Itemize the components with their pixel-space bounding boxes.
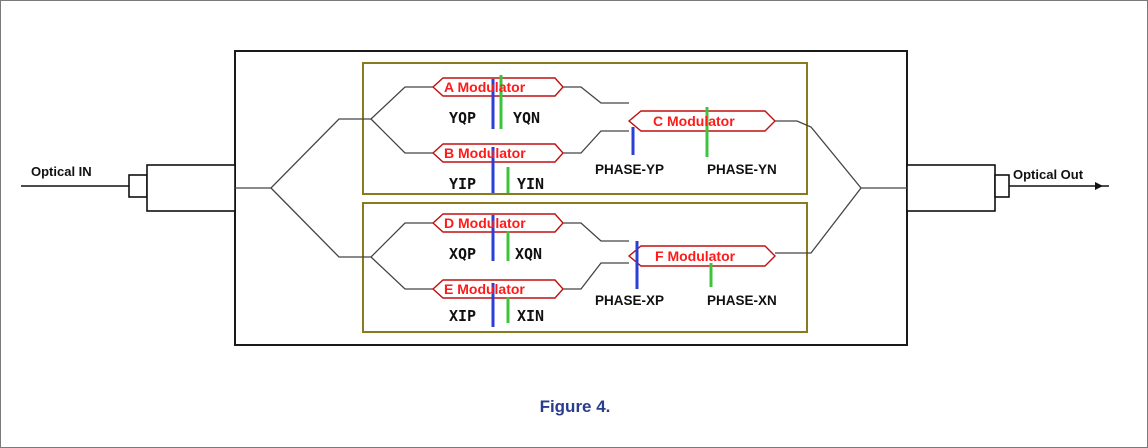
electrodes [491,75,713,327]
modulator-b-shape [431,143,564,163]
arm-label-yqp: YQP [449,109,476,127]
modulator-f-shape [627,245,776,267]
modulator-e-shape [431,279,564,299]
phase-yn-label: PHASE-YN [707,162,777,177]
arm-label-yip: YIP [449,175,476,193]
arm-label-xin: XIN [517,307,544,325]
modulator-b-label: B Modulator [444,145,526,161]
x-submodule-box [362,202,808,333]
phase-xp-label: PHASE-XP [595,293,664,308]
modulator-a-label: A Modulator [444,79,526,95]
figure-caption: Figure 4. [539,397,611,416]
modulator-shapes [431,77,776,299]
optical-out-label: Optical Out [1013,167,1084,182]
modulator-d-label: D Modulator [444,215,526,231]
arm-label-xqn: XQN [515,245,542,263]
phase-yp-label: PHASE-YP [595,162,664,177]
y-submodule-box [362,62,808,195]
phase-xn-label: PHASE-XN [707,293,777,308]
modulator-f-label: F Modulator [655,248,736,264]
optical-in-label: Optical IN [31,164,92,179]
arm-label-yin: YIN [517,175,544,193]
modulator-d-shape [431,213,564,233]
modulator-e-label: E Modulator [444,281,525,297]
modulator-c-label: C Modulator [653,113,735,129]
arm-label-xqp: XQP [449,245,476,263]
waveguides [235,86,907,290]
modulator-c-shape [627,110,776,132]
modulator-a-shape [431,77,564,97]
arm-label-yqn: YQN [513,109,540,127]
arm-label-xip: XIP [449,307,476,325]
